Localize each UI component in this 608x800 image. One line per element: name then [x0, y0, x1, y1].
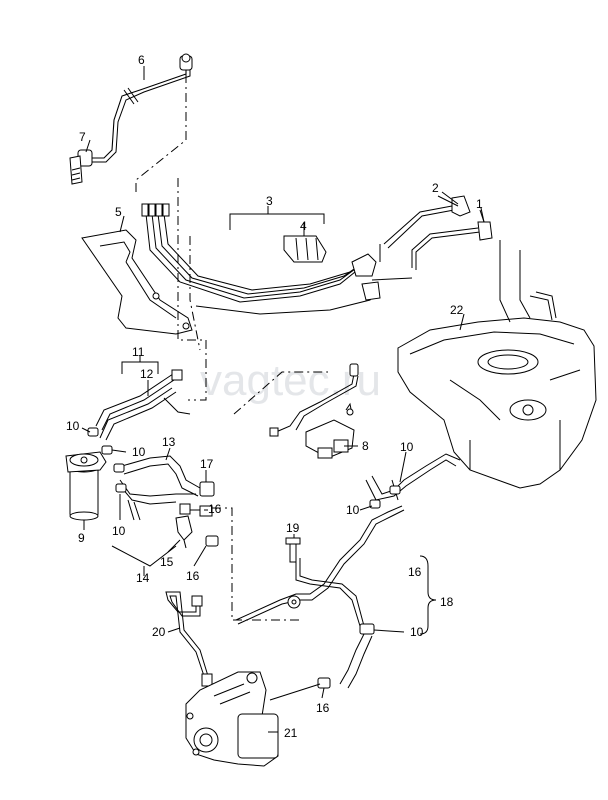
part-6-upper-pipe — [88, 53, 193, 163]
callout-16-b: 16 — [186, 569, 200, 583]
callout-2: 2 — [432, 181, 439, 195]
part-19-bolt — [285, 537, 301, 563]
callout-10-d: 10 — [400, 440, 414, 454]
callout-10-f: 10 — [410, 625, 424, 639]
watermark: vagtec.ru — [200, 356, 381, 405]
part-4-holder — [283, 235, 327, 263]
callout-3: 3 — [266, 194, 273, 208]
part-2-pipe — [383, 195, 471, 249]
callout-19: 19 — [286, 521, 300, 535]
leader-lines — [81, 66, 485, 733]
callout-16-d: 16 — [316, 701, 330, 715]
part-16-clamp-lower — [317, 677, 331, 689]
callout-1: 1 — [476, 197, 483, 211]
callout-7: 7 — [79, 130, 86, 144]
callout-10-b: 10 — [132, 445, 146, 459]
callout-bracket-18 — [419, 555, 437, 635]
part-18-pipe-group — [235, 505, 405, 627]
part-12-hose — [95, 369, 191, 441]
part-10-clamps-filter — [87, 427, 127, 493]
callout-9: 9 — [78, 531, 85, 545]
callout-bracket-14 — [111, 545, 177, 567]
callout-4: 4 — [300, 219, 307, 233]
part-22-fuel-tank — [397, 240, 597, 489]
callout-16-c: 16 — [408, 565, 422, 579]
part-1-pipe — [411, 209, 493, 270]
callout-13: 13 — [162, 435, 176, 449]
callout-20: 20 — [152, 625, 166, 639]
callout-8: 8 — [362, 439, 369, 453]
part-17-fitting — [199, 481, 215, 497]
callout-22: 22 — [450, 303, 464, 317]
callout-11: 11 — [132, 345, 145, 359]
callout-6: 6 — [138, 53, 145, 67]
callout-10-e: 10 — [346, 503, 360, 517]
part-20-pipe — [165, 591, 213, 687]
part-5-bracket — [81, 229, 193, 335]
part-9-fuel-filter — [65, 451, 107, 521]
callout-16-a: 16 — [208, 502, 222, 516]
callout-12: 12 — [140, 367, 154, 381]
callout-17: 17 — [200, 457, 214, 471]
callout-15: 15 — [160, 555, 174, 569]
callout-21: 21 — [284, 726, 298, 740]
callout-10-c: 10 — [112, 524, 126, 538]
callout-14: 14 — [136, 571, 150, 585]
part-7-connector — [69, 149, 93, 185]
part-3-pipe-bundle — [141, 203, 381, 315]
part-16-clamp-left — [205, 535, 219, 547]
part-8-sensor-assembly — [269, 363, 359, 459]
part-21-pump — [185, 671, 279, 767]
callout-5: 5 — [115, 205, 122, 219]
part-15-connector — [175, 503, 213, 549]
part-10-hoses-right — [339, 453, 461, 689]
part-13-hose — [119, 455, 201, 521]
callout-bracket-3 — [229, 213, 325, 230]
callout-labels: 1 2 3 4 5 6 7 8 9 10 10 10 10 10 10 11 1… — [66, 53, 483, 740]
callout-18: 18 — [440, 595, 454, 609]
callout-10-a: 10 — [66, 419, 80, 433]
